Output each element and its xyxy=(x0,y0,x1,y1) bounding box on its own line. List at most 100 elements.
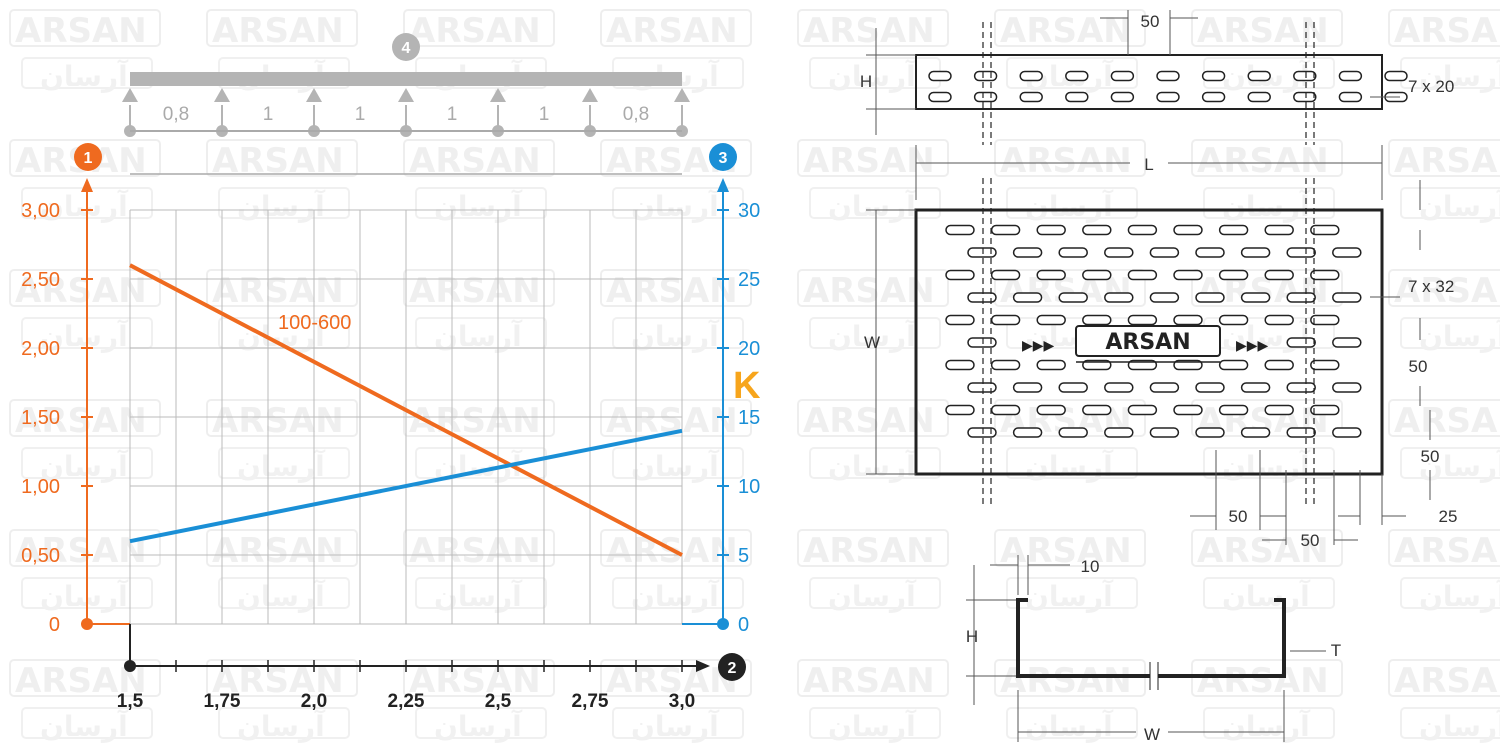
x-axis-badge-label: 2 xyxy=(728,660,737,677)
top-slot xyxy=(1264,314,1294,326)
top-view xyxy=(914,208,1384,476)
support-triangle xyxy=(582,88,598,102)
top-slot xyxy=(990,224,1021,236)
top-slot xyxy=(1240,247,1271,258)
chart-ticks: 00,501,001,502,002,503,000510152025301,5… xyxy=(21,200,760,712)
side-slot xyxy=(1247,70,1271,82)
dim-50-top: 50 xyxy=(1141,12,1160,31)
side-slot xyxy=(1019,70,1043,82)
top-slot xyxy=(1173,314,1203,326)
top-slot xyxy=(1195,247,1225,258)
top-slot xyxy=(1082,269,1112,281)
top-slot xyxy=(1104,382,1134,393)
watermark-arabic: آرسان xyxy=(237,709,326,743)
watermark-arabic: آرسان xyxy=(631,319,720,353)
top-slot xyxy=(1286,292,1316,303)
watermark-text: ARSAN xyxy=(409,11,541,51)
side-slot xyxy=(1019,91,1043,103)
x-tick-label: 2,75 xyxy=(572,691,609,712)
arsan-logo: ARSAN xyxy=(1075,325,1221,363)
left-tick-label: 0 xyxy=(49,614,60,636)
span-label: 1 xyxy=(447,104,458,125)
logo-text: ARSAN xyxy=(1105,330,1190,355)
top-slot xyxy=(1195,292,1225,303)
top-slot xyxy=(1149,427,1180,438)
top-slot xyxy=(990,404,1021,416)
top-slot xyxy=(1173,224,1203,236)
k-symbol: K xyxy=(733,365,761,407)
top-slot xyxy=(1173,404,1203,416)
side-slot xyxy=(973,70,998,82)
watermark-arabic: آرسان xyxy=(1025,189,1114,223)
left-axis-badge xyxy=(74,143,102,171)
top-slot xyxy=(1332,427,1362,438)
watermark-arabic: آرسان xyxy=(434,709,523,743)
watermark-arabic: آرسان xyxy=(631,449,720,483)
top-slot xyxy=(1058,427,1088,438)
support-triangle xyxy=(214,88,230,102)
top-slot xyxy=(1036,359,1066,371)
left-tick-label: 2,00 xyxy=(21,338,60,360)
watermark-arabic: آرسان xyxy=(1222,709,1311,743)
top-slot xyxy=(1332,292,1362,303)
top-slot xyxy=(1012,247,1043,258)
dim-10: 10 xyxy=(1081,557,1100,576)
left-tick-label: 3,00 xyxy=(21,200,60,222)
top-slot xyxy=(1082,404,1112,416)
top-view-slots xyxy=(945,224,1362,438)
right-tick-label: 10 xyxy=(738,476,760,498)
watermark-text: ARSAN xyxy=(606,401,738,441)
support-triangle xyxy=(306,88,322,102)
watermark-arabic: آرسان xyxy=(1419,189,1500,223)
watermark-arabic: آرسان xyxy=(1419,709,1500,743)
left-axis-arrow xyxy=(81,178,93,192)
top-slot xyxy=(1104,292,1134,303)
watermark-text: ARSAN xyxy=(1394,141,1500,181)
watermark-arabic: آرسان xyxy=(40,579,129,613)
top-slot xyxy=(1195,382,1225,393)
watermark-text: ARSAN xyxy=(212,271,344,311)
top-slot xyxy=(1149,382,1180,393)
chart-axes xyxy=(81,178,729,672)
watermark-text: ARSAN xyxy=(1394,401,1500,441)
top-slot xyxy=(1286,382,1316,393)
watermark-text: ARSAN xyxy=(606,661,738,701)
top-slot xyxy=(1036,314,1066,326)
support-triangle xyxy=(122,88,138,102)
top-slot xyxy=(1012,427,1043,438)
watermark-arabic: آرسان xyxy=(237,579,326,613)
watermark-arabic: آرسان xyxy=(1419,319,1500,353)
blue-series-line xyxy=(129,428,683,544)
span-label: 0,8 xyxy=(623,104,649,125)
top-slot xyxy=(1310,359,1340,371)
watermark-arabic: آرسان xyxy=(1222,189,1311,223)
dim-50-right-b: 50 xyxy=(1421,447,1440,466)
top-slot xyxy=(945,269,975,281)
watermark-arabic: آرسان xyxy=(1025,709,1114,743)
side-slot xyxy=(1110,70,1135,82)
technical-drawing: ARSAN ▶▶▶ ▶▶▶ xyxy=(860,10,1457,744)
top-slot xyxy=(1218,359,1249,371)
right-axis-arrow xyxy=(717,178,729,192)
dim-W-section: W xyxy=(1144,725,1160,744)
watermark-text: ARSAN xyxy=(1394,661,1500,701)
watermark-text: ARSAN xyxy=(1000,661,1132,701)
top-slot xyxy=(1012,292,1043,303)
cross-section xyxy=(1016,598,1286,678)
side-slot xyxy=(928,91,952,103)
span-label: 1 xyxy=(539,104,550,125)
right-axis-badge xyxy=(709,143,737,171)
top-slot xyxy=(945,404,975,416)
right-axis-origin xyxy=(717,618,729,630)
x-axis-origin xyxy=(124,660,136,672)
side-slot xyxy=(1293,91,1317,103)
top-slot xyxy=(967,247,997,258)
top-slot xyxy=(1173,269,1203,281)
watermark-text: ARSAN xyxy=(1197,531,1329,571)
side-slot xyxy=(973,91,998,103)
top-slot xyxy=(967,292,997,303)
watermark-arabic: آرسان xyxy=(828,59,917,93)
beam-badge-label: 4 xyxy=(402,40,411,57)
watermark-arabic: آرسان xyxy=(631,579,720,613)
